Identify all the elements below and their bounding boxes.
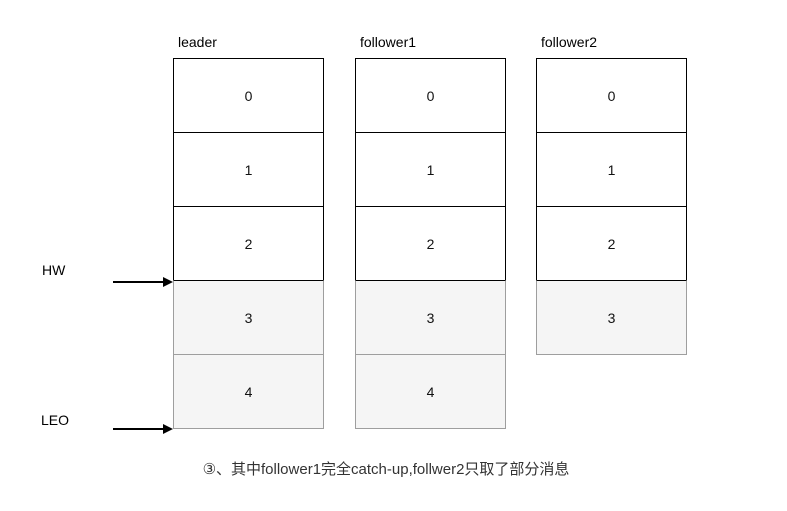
cell-value: 0 (607, 87, 616, 104)
cell-value: 4 (426, 383, 435, 400)
log-cell: 3 (355, 280, 506, 355)
leo-label: LEO (41, 412, 70, 428)
log-cell: 4 (173, 354, 324, 429)
log-cell: 1 (355, 132, 506, 207)
column-label-follower1: follower1 (360, 34, 417, 50)
column-label-leader: leader (178, 34, 217, 50)
leo-arrow-line (113, 428, 165, 430)
log-cell: 1 (173, 132, 324, 207)
cell-value: 1 (244, 161, 253, 178)
diagram-caption: ③、其中follower1完全catch-up,follwer2只取了部分消息 (202, 461, 570, 478)
log-cell: 1 (536, 132, 687, 207)
cell-value: 3 (426, 309, 435, 326)
hw-label: HW (42, 262, 66, 278)
hw-arrow-line (113, 281, 165, 283)
log-cell: 0 (173, 58, 324, 133)
log-column-follower2: follower2 0 1 2 3 (536, 33, 687, 355)
log-cell: 0 (536, 58, 687, 133)
cell-value: 2 (607, 235, 616, 252)
hw-arrow-head-icon (163, 277, 173, 287)
cell-value: 0 (426, 87, 435, 104)
log-column-leader: leader 0 1 2 3 4 (173, 33, 324, 429)
log-cell: 2 (173, 206, 324, 281)
leo-arrow-head-icon (163, 424, 173, 434)
log-cell: 3 (536, 280, 687, 355)
log-cell: 0 (355, 58, 506, 133)
cell-value: 2 (244, 235, 253, 252)
cell-value: 1 (426, 161, 435, 178)
cell-value: 0 (244, 87, 253, 104)
log-column-follower1: follower1 0 1 2 3 4 (355, 33, 506, 429)
cell-value: 1 (607, 161, 616, 178)
log-cell: 2 (355, 206, 506, 281)
cell-value: 2 (426, 235, 435, 252)
cell-value: 3 (244, 309, 253, 326)
log-cell: 2 (536, 206, 687, 281)
cell-value: 4 (244, 383, 253, 400)
cell-value: 3 (607, 309, 616, 326)
column-label-follower2: follower2 (541, 34, 598, 50)
log-cell: 4 (355, 354, 506, 429)
log-cell: 3 (173, 280, 324, 355)
